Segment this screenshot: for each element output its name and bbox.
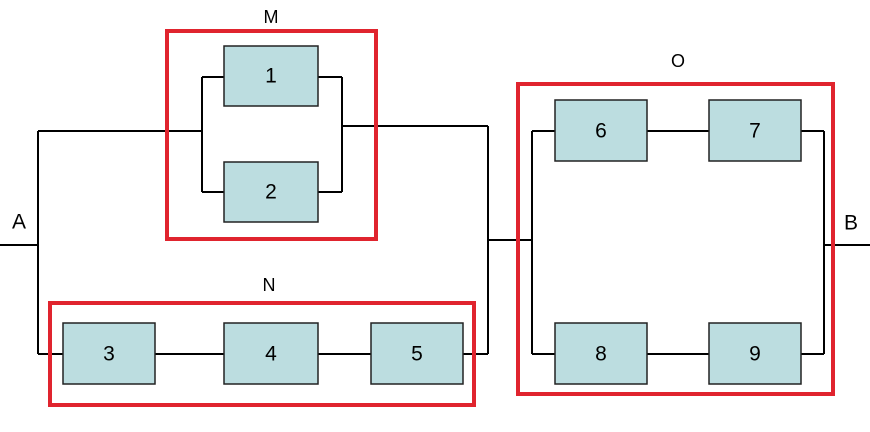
group-m-box xyxy=(165,29,378,241)
block-7-label: 7 xyxy=(749,120,761,143)
terminal-a-label: A xyxy=(12,211,26,234)
labels: M N O A B xyxy=(12,7,858,295)
group-o-box xyxy=(516,82,835,396)
block-9-box xyxy=(708,322,802,385)
block-5-label: 5 xyxy=(411,343,423,366)
terminal-b-label: B xyxy=(844,212,858,235)
block-7-box xyxy=(708,99,802,162)
group-n-label: N xyxy=(263,275,276,295)
blocks: 1 2 3 4 5 6 7 8 xyxy=(62,45,802,385)
block-2-box xyxy=(223,161,319,223)
groups xyxy=(48,29,835,407)
block-6: 6 xyxy=(554,99,648,162)
block-3-label: 3 xyxy=(103,343,115,366)
block-7: 7 xyxy=(708,99,802,162)
block-9-label: 9 xyxy=(749,343,761,366)
group-o-label: O xyxy=(671,51,685,71)
block-9: 9 xyxy=(708,322,802,385)
block-4-box xyxy=(223,322,319,385)
block-4-label: 4 xyxy=(265,343,277,366)
block-3-box xyxy=(62,322,156,385)
block-5: 5 xyxy=(370,322,464,385)
block-1-label: 1 xyxy=(265,65,277,88)
block-8-box xyxy=(554,322,648,385)
block-2: 2 xyxy=(223,161,319,223)
block-1: 1 xyxy=(223,45,319,107)
block-8: 8 xyxy=(554,322,648,385)
block-1-box xyxy=(223,45,319,107)
wires xyxy=(0,76,870,355)
block-5-box xyxy=(370,322,464,385)
block-6-box xyxy=(554,99,648,162)
block-2-label: 2 xyxy=(265,181,277,204)
block-3: 3 xyxy=(62,322,156,385)
block-6-label: 6 xyxy=(595,120,607,143)
group-n-box xyxy=(48,301,476,407)
block-8-label: 8 xyxy=(595,343,607,366)
block-4: 4 xyxy=(223,322,319,385)
group-m-label: M xyxy=(264,7,279,27)
